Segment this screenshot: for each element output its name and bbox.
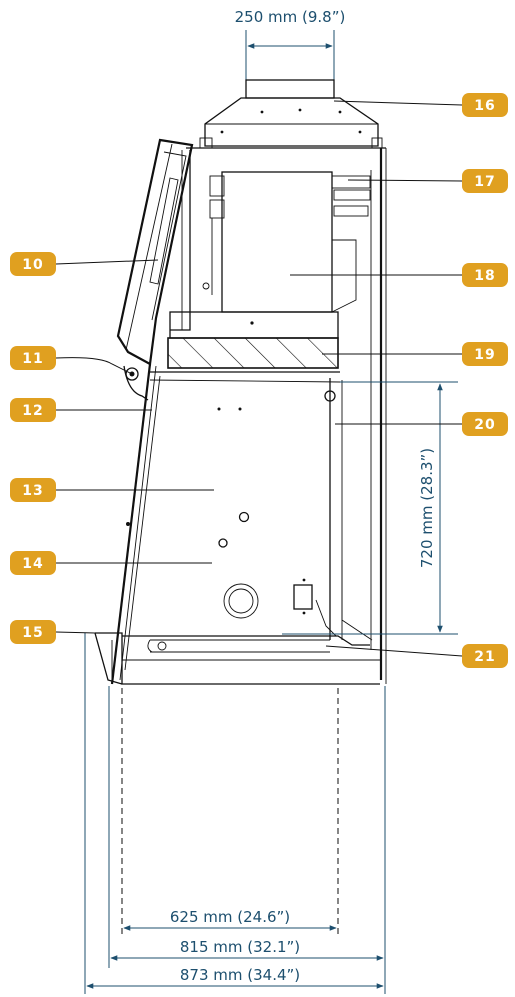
svg-text:10: 10	[22, 257, 43, 273]
callout-19: 19	[462, 342, 508, 366]
svg-text:14: 14	[22, 556, 43, 572]
svg-text:17: 17	[474, 174, 495, 190]
callout-10: 10	[10, 252, 56, 276]
callout-21: 21	[462, 644, 508, 668]
overall-depth-label: 873 mm (34.4”)	[180, 966, 300, 984]
callout-badges: 10 11 12 13 14 15 16 17	[10, 93, 508, 668]
body-depth-label: 815 mm (32.1”)	[180, 938, 300, 956]
svg-text:21: 21	[474, 649, 495, 665]
work-opening-label: 720 mm (28.3”)	[418, 448, 436, 568]
exhaust-duct	[199, 79, 383, 149]
callout-14: 14	[10, 551, 56, 575]
svg-text:15: 15	[22, 625, 43, 641]
front-sash	[110, 138, 194, 685]
callout-13: 13	[10, 478, 56, 502]
svg-text:16: 16	[474, 98, 495, 114]
depth-dimensions: 625 mm (24.6”) 815 mm (32.1”) 873 mm (34…	[84, 633, 386, 994]
svg-text:12: 12	[22, 403, 43, 419]
callout-20: 20	[462, 412, 508, 436]
side-panel-details	[217, 390, 337, 637]
callout-17: 17	[462, 169, 508, 193]
callout-16: 16	[462, 93, 508, 117]
work-opening-dimension: 720 mm (28.3”)	[282, 381, 458, 635]
inner-depth-label: 625 mm (24.6”)	[170, 908, 290, 926]
cabinet-body	[94, 147, 387, 685]
svg-text:19: 19	[474, 347, 495, 363]
blower-assembly	[169, 171, 371, 339]
hepa-filter	[167, 337, 339, 369]
callout-18: 18	[462, 263, 508, 287]
callout-11: 11	[10, 346, 56, 370]
duct-width-label: 250 mm (9.8”)	[235, 8, 346, 26]
svg-text:11: 11	[22, 351, 43, 367]
svg-text:13: 13	[22, 483, 43, 499]
svg-text:18: 18	[474, 268, 495, 284]
duct-width-dimension: 250 mm (9.8”)	[235, 8, 346, 80]
callout-12: 12	[10, 398, 56, 422]
leader-lines	[55, 100, 463, 657]
callout-15: 15	[10, 620, 56, 644]
svg-text:20: 20	[474, 417, 495, 433]
stand-outline	[121, 688, 339, 935]
